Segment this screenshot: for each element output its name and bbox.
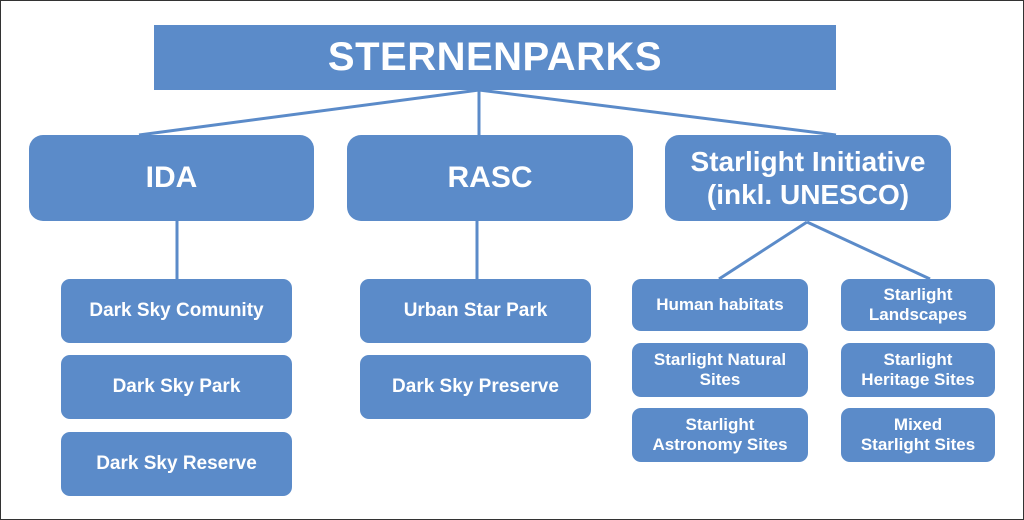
item-node-urban-star-park: Urban Star Park (360, 279, 591, 343)
item-node-dark-sky-park: Dark Sky Park (61, 355, 292, 419)
item-node-starlight-natural-sites: Starlight Natural Sites (632, 343, 808, 397)
item-node-mixed-starlight-sites: Mixed Starlight Sites (841, 408, 995, 462)
item-node-human-habitats: Human habitats (632, 279, 808, 331)
item-node-dark-sky-preserve: Dark Sky Preserve (360, 355, 591, 419)
category-node-starlight-initiative: Starlight Initiative (inkl. UNESCO) (665, 135, 951, 221)
connector-starlight-right (806, 220, 931, 281)
connector-root-ida (138, 88, 480, 137)
item-node-dark-sky-reserve: Dark Sky Reserve (61, 432, 292, 496)
connector-starlight-left (718, 220, 808, 281)
category-node-rasc: RASC (347, 135, 633, 221)
item-node-starlight-heritage-sites: Starlight Heritage Sites (841, 343, 995, 397)
connector-root-starlight (478, 88, 837, 137)
root-node-sternenparks: STERNENPARKS (154, 25, 836, 90)
item-node-dark-sky-comunity: Dark Sky Comunity (61, 279, 292, 343)
item-node-starlight-astronomy-sites: Starlight Astronomy Sites (632, 408, 808, 462)
category-node-ida: IDA (29, 135, 314, 221)
item-node-starlight-landscapes: Starlight Landscapes (841, 279, 995, 331)
